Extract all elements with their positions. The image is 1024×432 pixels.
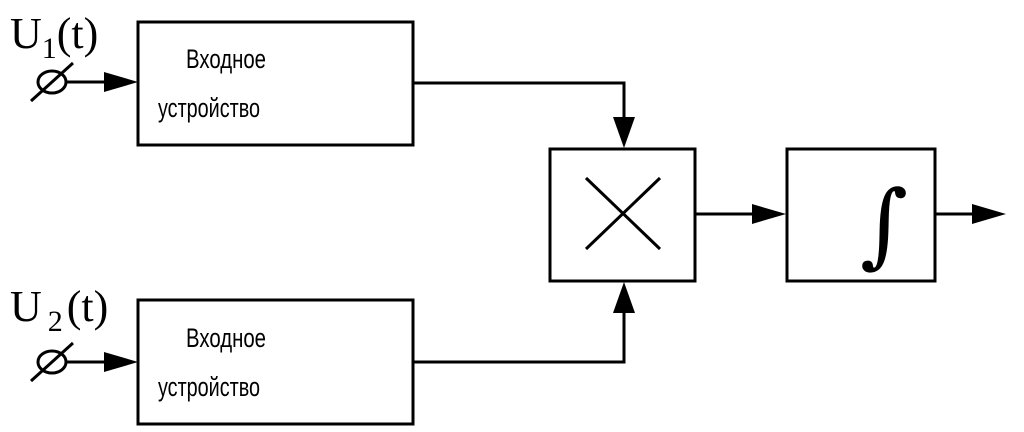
input-1-label: U1(t) <box>10 9 98 65</box>
input-device-1-label-line1: Входное <box>186 44 266 74</box>
multiplier-to-integrator-arrowhead <box>752 204 786 224</box>
input-1-argument: (t) <box>57 9 99 58</box>
input-2-subscript: 2 <box>48 305 63 338</box>
output-arrowhead <box>972 204 1006 224</box>
device-1-to-multiplier-arrowhead <box>613 117 635 148</box>
input-1-subscript: 1 <box>42 32 57 65</box>
multiply-cross-icon <box>584 176 662 251</box>
device-2-to-multiplier-arrowhead <box>613 282 635 313</box>
input-2-argument: (t) <box>67 282 109 331</box>
integral-symbol: ∫ <box>860 171 908 278</box>
input-1-symbol: U <box>10 9 42 58</box>
input-2-symbol: U <box>10 282 42 331</box>
input-1-arrowhead <box>104 72 138 92</box>
input-device-2-label-line1: Входное <box>186 323 266 353</box>
input-2-arrowhead <box>104 352 138 372</box>
input-device-1-label-line2: устройство <box>158 93 260 123</box>
input-device-2-block <box>136 298 415 426</box>
input-2-terminal-icon <box>29 341 75 383</box>
integrator-block <box>785 147 937 283</box>
device-1-to-multiplier-wire <box>413 81 626 118</box>
device-2-to-multiplier-wire <box>413 312 626 364</box>
input-device-1-block <box>136 20 415 147</box>
input-device-2-label-line2: устройство <box>158 372 260 402</box>
